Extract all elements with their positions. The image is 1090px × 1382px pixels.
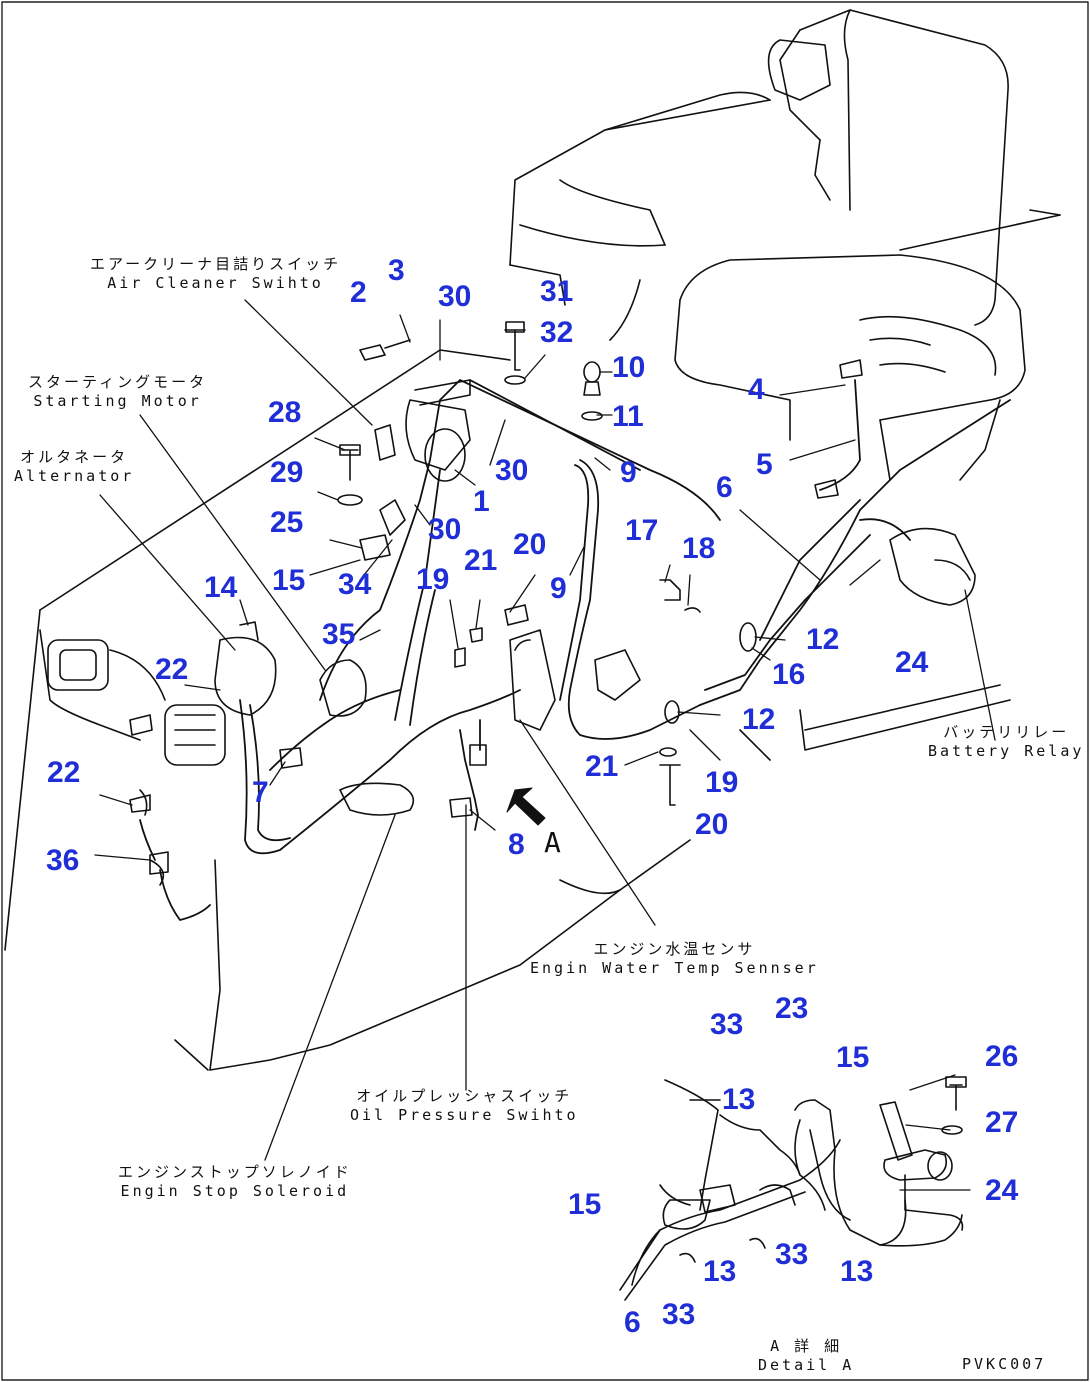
callout-13-b: 13 bbox=[703, 1255, 737, 1288]
callout-28: 28 bbox=[268, 396, 302, 429]
callout-18: 18 bbox=[682, 532, 716, 565]
callout-20-b: 20 bbox=[695, 808, 729, 841]
starting-motor-label: スターティングモータ Starting Motor bbox=[28, 373, 207, 411]
alternator-label: オルタネータ Alternator bbox=[14, 448, 134, 486]
callout-24: 24 bbox=[895, 646, 929, 679]
document-code: PVKC007 bbox=[962, 1355, 1047, 1373]
oil-pressure-label-jp: オイルプレッシャスイッチ bbox=[356, 1087, 573, 1105]
callout-32: 32 bbox=[540, 316, 574, 349]
callout-30-b: 30 bbox=[495, 454, 529, 487]
battery-relay-label-en: Battery Relay bbox=[928, 741, 1085, 760]
callout-34: 34 bbox=[338, 568, 372, 601]
callout-21: 21 bbox=[464, 544, 498, 577]
alternator-label-jp: オルタネータ bbox=[20, 448, 129, 466]
water-temp-sensor-label: エンジン水温センサ Engin Water Temp Sennser bbox=[530, 940, 819, 978]
air-cleaner-label-jp: エアークリーナ目詰りスイッチ bbox=[90, 255, 342, 273]
callout-11: 11 bbox=[612, 400, 644, 433]
callout-36: 36 bbox=[46, 844, 80, 877]
water-temp-label-en: Engin Water Temp Sennser bbox=[530, 958, 819, 977]
callout-31: 31 bbox=[540, 275, 574, 308]
callout-8: 8 bbox=[508, 828, 525, 861]
callout-15-b: 15 bbox=[836, 1041, 870, 1074]
callout-13: 13 bbox=[722, 1083, 756, 1116]
detail-a-caption-en: Detail A bbox=[758, 1355, 855, 1374]
callout-30: 30 bbox=[438, 280, 472, 313]
battery-relay-label-jp: バッテリリレー bbox=[943, 723, 1070, 741]
callout-21-b: 21 bbox=[585, 750, 619, 783]
instrument-panel-shape bbox=[40, 630, 225, 885]
callout-25: 25 bbox=[270, 506, 304, 539]
wiring-harness-lines bbox=[140, 380, 1010, 920]
leader-lines bbox=[95, 300, 995, 1190]
callout-15-c: 15 bbox=[568, 1188, 602, 1221]
callout-27: 27 bbox=[985, 1106, 1019, 1139]
battery-relay-label: バッテリリレー Battery Relay bbox=[928, 723, 1084, 761]
callout-13-c: 13 bbox=[840, 1255, 874, 1288]
callout-33: 33 bbox=[710, 1008, 744, 1041]
callout-14: 14 bbox=[204, 571, 238, 604]
callout-24-b: 24 bbox=[985, 1174, 1019, 1207]
oil-pressure-label-en: Oil Pressure Swihto bbox=[350, 1105, 579, 1124]
callout-3: 3 bbox=[388, 254, 405, 287]
alternator-label-en: Alternator bbox=[14, 466, 135, 485]
callout-2: 2 bbox=[350, 276, 367, 309]
detail-a-drawing bbox=[620, 1077, 966, 1300]
callout-9: 9 bbox=[620, 456, 637, 489]
callout-17: 17 bbox=[625, 514, 659, 547]
callout-12-b: 12 bbox=[742, 703, 776, 736]
callout-12: 12 bbox=[806, 623, 840, 656]
callout-33-b: 33 bbox=[775, 1238, 809, 1271]
view-arrow-icon bbox=[507, 788, 545, 825]
callout-19-b: 19 bbox=[705, 766, 739, 799]
air-cleaner-switch-label: エアークリーナ目詰りスイッチ Air Cleaner Swihto bbox=[90, 255, 341, 293]
stop-solenoid-label-en: Engin Stop Soleroid bbox=[120, 1181, 350, 1200]
view-marker-a: A bbox=[544, 826, 561, 859]
callout-29: 29 bbox=[270, 456, 304, 489]
callout-30-c: 30 bbox=[428, 513, 462, 546]
starting-motor-label-jp: スターティングモータ bbox=[28, 373, 208, 391]
callout-16: 16 bbox=[772, 658, 806, 691]
detail-a-caption-jp: A 詳 細 bbox=[770, 1337, 843, 1355]
callout-15: 15 bbox=[272, 564, 306, 597]
detail-a-caption: A 詳 細 Detail A bbox=[758, 1337, 854, 1375]
callout-23: 23 bbox=[775, 992, 809, 1025]
component-shapes bbox=[130, 322, 975, 874]
callout-22-b: 22 bbox=[47, 756, 81, 789]
callout-4: 4 bbox=[748, 373, 765, 406]
callout-10: 10 bbox=[612, 351, 646, 384]
callout-33-c: 33 bbox=[662, 1298, 696, 1331]
water-temp-label-jp: エンジン水温センサ bbox=[593, 940, 756, 958]
callout-22: 22 bbox=[155, 653, 189, 686]
callout-9-b: 9 bbox=[550, 572, 567, 605]
engine-hood-shape bbox=[510, 92, 770, 340]
callout-1: 1 bbox=[473, 485, 490, 518]
callout-6-b: 6 bbox=[624, 1306, 641, 1339]
operator-seat-shape bbox=[675, 10, 1060, 480]
air-cleaner-label-en: Air Cleaner Swihto bbox=[107, 273, 324, 292]
starting-motor-label-en: Starting Motor bbox=[33, 391, 202, 410]
callout-35: 35 bbox=[322, 618, 356, 651]
callout-19: 19 bbox=[416, 563, 450, 596]
callout-5: 5 bbox=[756, 448, 773, 481]
callout-7: 7 bbox=[252, 776, 269, 809]
callout-6: 6 bbox=[716, 471, 733, 504]
callout-26: 26 bbox=[985, 1040, 1019, 1073]
engine-stop-solenoid-label: エンジンストップソレノイド Engin Stop Soleroid bbox=[118, 1163, 352, 1201]
oil-pressure-switch-label: オイルプレッシャスイッチ Oil Pressure Swihto bbox=[350, 1087, 579, 1125]
callout-20: 20 bbox=[513, 528, 547, 561]
stop-solenoid-label-jp: エンジンストップソレノイド bbox=[118, 1163, 352, 1181]
